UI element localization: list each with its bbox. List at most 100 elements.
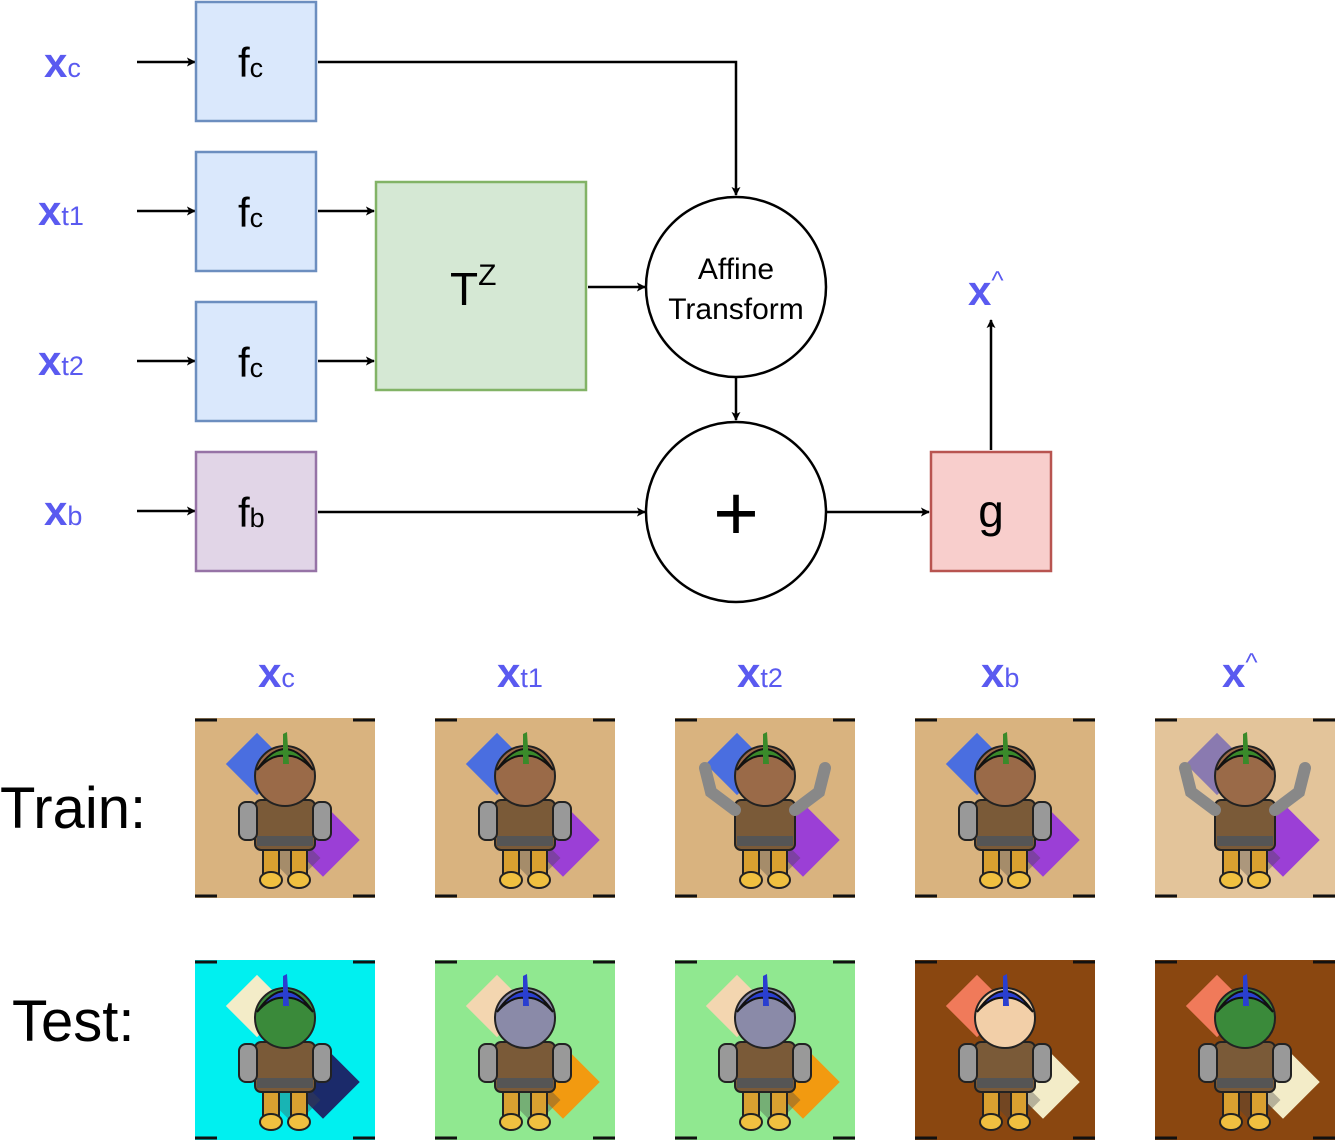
sprite-arm [1269, 762, 1311, 816]
encoder-fc-3 [194, 300, 318, 423]
sprite-boot [1007, 871, 1031, 889]
affine-transform-node [644, 195, 828, 379]
sprite-belt [1217, 836, 1273, 846]
sprite-hair-tuft [1003, 974, 1009, 1006]
sprite-belt [257, 1078, 313, 1088]
sprite-hair [1216, 748, 1274, 771]
sprite-arm [1198, 1043, 1218, 1083]
sprite-belt [737, 836, 793, 846]
col-header-xt1: xt1 [497, 649, 543, 696]
sprite-boot [1007, 1113, 1031, 1131]
sprite-boot [979, 871, 1003, 889]
row-label-train: Train: [0, 776, 147, 841]
sprite-tile-1-0 [195, 960, 375, 1140]
sprite-arm [958, 1043, 978, 1083]
sprite-content [435, 960, 615, 1140]
sprite-hair [496, 748, 554, 771]
tile-corner-marks [1155, 718, 1335, 898]
sprite-boot [1219, 871, 1243, 889]
sprite-hair [976, 748, 1034, 771]
sprite-boot [767, 1113, 791, 1131]
sprite-content [675, 718, 855, 898]
sprite-hair-tuft [1243, 732, 1249, 764]
sprite-boot [979, 1113, 1003, 1131]
sprite-arm [312, 1043, 332, 1083]
tile-corner-marks [435, 718, 615, 898]
sprite-arm [552, 801, 572, 841]
sprite-arm [552, 1043, 572, 1083]
sprite-belt [257, 836, 313, 846]
sprite-arm [1179, 762, 1221, 816]
output-label: x^ [968, 265, 1004, 314]
tile-corner-marks [675, 718, 855, 898]
sum-node-label: + [713, 469, 759, 557]
sprite-tile-1-1 [435, 960, 615, 1140]
sprite-tile-1-4 [1155, 960, 1335, 1140]
sprite-belt [1217, 1078, 1273, 1088]
tile-corner-marks [675, 960, 855, 1140]
sprite-belt [497, 836, 553, 846]
sprite-boot [499, 1113, 523, 1131]
sprite-arm [792, 1043, 812, 1083]
tile-corner-marks [1155, 960, 1335, 1140]
col-header-xt2: xt2 [737, 649, 783, 696]
sprite-tile-0-3 [915, 718, 1095, 898]
sprite-hair-tuft [763, 732, 769, 764]
sprite-arm [789, 762, 831, 816]
sprite-boot [499, 871, 523, 889]
decoder-g-label: g [978, 485, 1004, 537]
tile-corner-marks [915, 960, 1095, 1140]
sprite-boot [767, 871, 791, 889]
sprite-boot [739, 871, 763, 889]
sprite-hair [736, 990, 794, 1013]
sprite-arm [238, 1043, 258, 1083]
sprite-tile-0-0 [195, 718, 375, 898]
sprite-hair-tuft [523, 732, 529, 764]
col-header-xb: xb [981, 649, 1019, 696]
sprite-belt [977, 836, 1033, 846]
sprite-hair-tuft [283, 974, 289, 1006]
sprite-arm [958, 801, 978, 841]
sprite-hair-tuft [283, 732, 289, 764]
sprite-content [195, 718, 375, 898]
sprite-content [1155, 960, 1335, 1140]
sprite-boot [287, 1113, 311, 1131]
sprite-boot [1219, 1113, 1243, 1131]
sprite-boot [739, 1113, 763, 1131]
input-xt2-label: xt2 [38, 337, 84, 384]
affine-line1: Affine [698, 253, 774, 286]
sprite-boot [527, 1113, 551, 1131]
arrow-fc1-to-affine [318, 60, 741, 196]
encoder-fc-1-label: fc [238, 39, 263, 86]
sprite-arm [1032, 1043, 1052, 1083]
sprite-boot [287, 871, 311, 889]
input-xb-label: xb [44, 487, 82, 534]
sprite-content [435, 718, 615, 898]
sprite-tile-1-3 [915, 960, 1095, 1140]
sprite-content [1155, 718, 1335, 898]
tile-corner-marks [435, 960, 615, 1140]
encoder-fc-1 [194, 0, 318, 123]
affine-line2: Transform [668, 293, 804, 326]
column-headers: xc xt1 xt2 xb x^ [258, 647, 1258, 696]
sprite-tile-0-2 [675, 718, 855, 898]
sprite-boot [527, 871, 551, 889]
sprite-belt [497, 1078, 553, 1088]
sprite-belt [977, 1078, 1033, 1088]
sprite-arm [312, 801, 332, 841]
sprite-arm [1032, 801, 1052, 841]
encoder-fb-label: fb [238, 489, 265, 536]
sprite-content [195, 960, 375, 1140]
sprite-arm [1272, 1043, 1292, 1083]
sprite-arm [478, 801, 498, 841]
sprite-boot [259, 1113, 283, 1131]
transform-tz-box [374, 180, 588, 392]
sprite-hair [256, 990, 314, 1013]
sprite-content [915, 960, 1095, 1140]
encoder-fb [194, 450, 318, 573]
sprite-belt [737, 1078, 793, 1088]
sprite-boot [1247, 1113, 1271, 1131]
tile-corner-marks [915, 718, 1095, 898]
sprite-hair-tuft [763, 974, 769, 1006]
